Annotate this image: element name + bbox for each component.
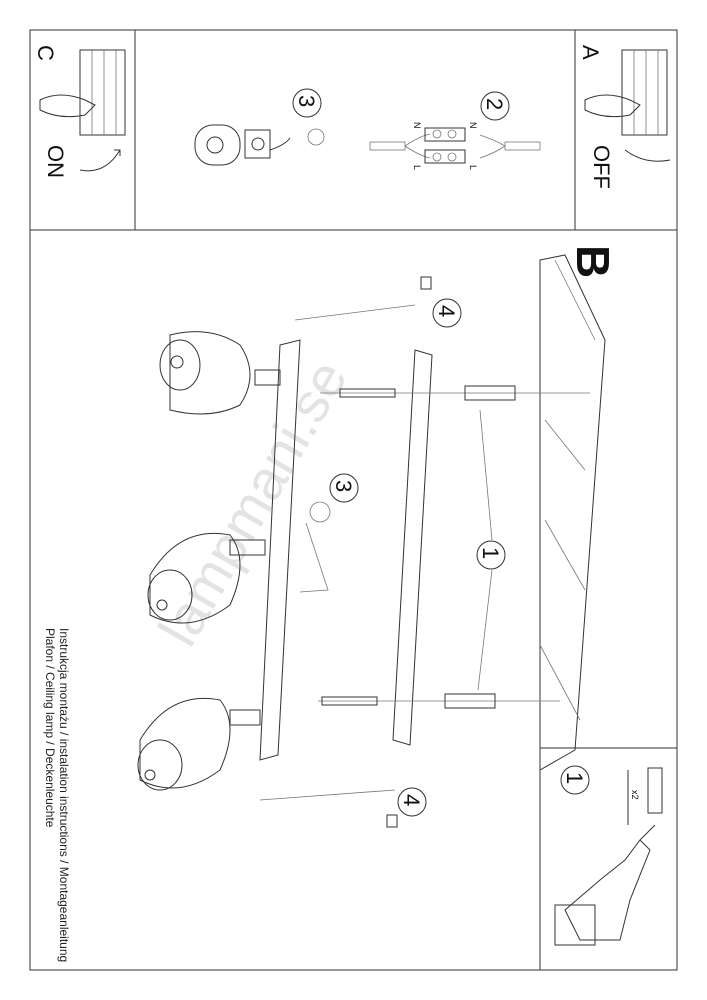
wall-plug-icon [444,693,496,709]
step-4-badge-top: 4 [434,305,459,317]
tools-panel: 1 x2 [554,765,663,946]
instructions-title: Instrukcja montażu / instalation instruc… [57,628,71,962]
step-3-earth-wire: 3 [299,473,359,593]
fuse-box-icon [584,49,668,136]
neutral-label: N [468,122,478,129]
panel-a-state: OFF [589,145,614,189]
panel-tools [539,747,678,971]
wall-plug-icon [647,767,663,814]
step-3-badge: 3 [294,95,319,107]
arrow-icon [624,149,671,162]
step-1-tools-badge: 1 [562,772,587,784]
screws: 1 [318,385,590,709]
step-3-earth: 3 [194,88,325,166]
panel-c-letter: C [33,45,58,61]
lamp-bracket-icon [194,124,241,166]
spotlight [147,532,266,624]
watermark: lampmani.se [146,350,359,656]
spotlight [159,331,281,415]
panel-a-content: A OFF [578,45,671,189]
screw-icon [386,814,398,828]
hand-icon [39,94,96,118]
panel-c [29,29,136,231]
hand-icon [584,94,641,118]
live-label: L [412,165,422,170]
wall-plug-icon [464,385,516,401]
ground-icon [307,128,325,146]
panel-a-letter: A [578,45,603,60]
arrow-icon [79,149,121,172]
panel-c-content: C ON [33,45,126,178]
screw-icon [339,388,396,398]
screw-icon [321,696,378,706]
terminal-block [424,149,466,164]
fuse-box-icon [39,49,126,136]
step-2-wiring: 2 N N L L [369,91,541,170]
product-title: Plafon / Ceiling lamp / Deckenleuchte [43,628,57,828]
step-3-badge-main: 3 [331,480,356,492]
step-4-badge-bottom: 4 [399,794,424,806]
mounting-bracket [259,304,433,801]
drill-icon [564,839,651,941]
live-label: L [468,165,478,170]
neutral-label: N [412,122,422,129]
ceiling-plane [539,254,606,771]
ground-icon [309,501,331,523]
quantity-label: x2 [630,790,640,800]
screw-icon [420,276,432,290]
spotlight [137,697,261,791]
panel-a [574,29,678,231]
lamp-base [259,339,301,761]
page-border [29,29,678,971]
panel-c-state: ON [43,145,68,178]
panel-b-letter: B [567,245,619,278]
terminal-block [424,127,466,142]
step-1-badge: 1 [478,547,503,559]
step-2-badge: 2 [482,98,507,110]
